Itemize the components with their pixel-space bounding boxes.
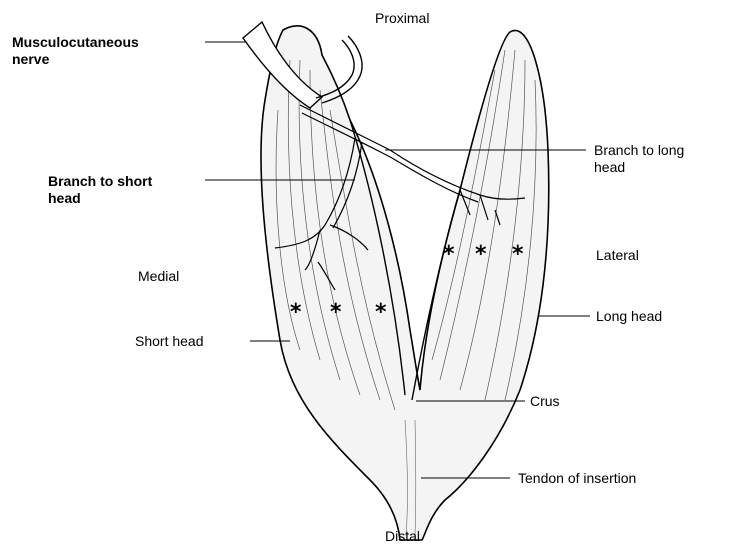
label-long-head: Long head [596,308,662,325]
label-branch-long-head: Branch to long head [594,142,684,176]
label-short-head: Short head [135,333,204,350]
label-medial: Medial [138,268,179,285]
asterisk-long-2: * [475,244,487,266]
label-crus: Crus [530,393,560,410]
asterisk-short-1: * [290,302,302,324]
label-tendon-of-insertion: Tendon of insertion [518,470,636,487]
label-distal: Distal [385,528,420,545]
asterisk-short-3: * [375,302,387,324]
asterisk-long-1: * [443,244,455,266]
label-branch-short-head: Branch to short head [48,173,152,207]
label-lateral: Lateral [596,247,639,264]
asterisk-short-2: * [330,302,342,324]
label-musculocutaneous-nerve: Musculocutaneous nerve [12,34,139,68]
label-proximal: Proximal [375,10,429,27]
asterisk-long-3: * [512,244,524,266]
